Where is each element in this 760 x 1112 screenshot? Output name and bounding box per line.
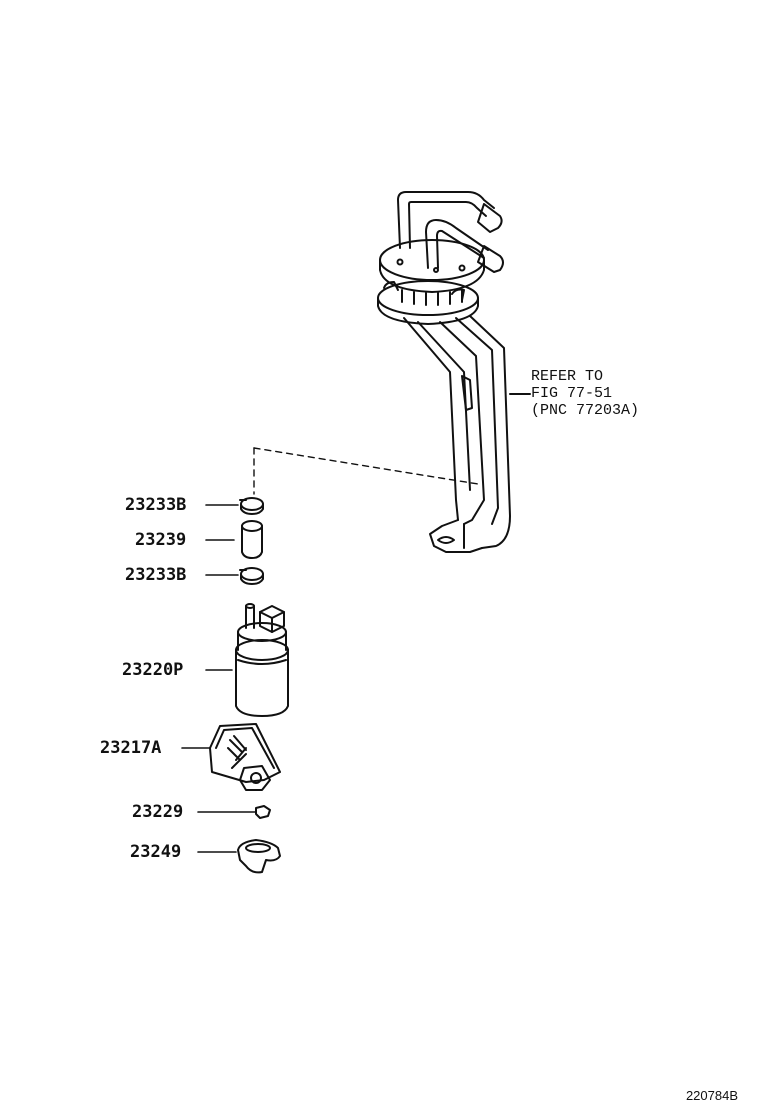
reference-note: REFER TO FIG 77-51 (PNC 77203A)	[531, 368, 639, 419]
reference-line-2: FIG 77-51	[531, 385, 613, 402]
fuel-pump	[235, 603, 289, 717]
fuel-hose	[241, 520, 263, 559]
reference-line-3: (PNC 77203A)	[531, 402, 640, 419]
fuel-pump-bracket-assembly	[377, 191, 511, 553]
part-label-23229: 23229	[132, 802, 184, 822]
reference-line-1: REFER TO	[531, 368, 604, 385]
part-label-23249: 23249	[130, 842, 182, 862]
part-label-23217a: 23217A	[100, 738, 162, 758]
hose-clamp-upper	[239, 497, 264, 515]
part-label-23220p: 23220P	[122, 660, 184, 680]
retainer-clip	[255, 805, 271, 819]
part-leaders	[181, 504, 257, 853]
hose-clamp-lower	[239, 567, 264, 585]
assembly-dashed-line	[253, 447, 479, 495]
part-label-23239: 23239	[135, 530, 187, 550]
part-label-23233b-lower: 23233B	[125, 565, 187, 585]
figure-id: 220784B	[685, 1088, 738, 1103]
fuel-filter	[209, 723, 281, 791]
pump-cushion	[237, 839, 281, 874]
part-label-23233b-upper: 23233B	[125, 495, 187, 515]
